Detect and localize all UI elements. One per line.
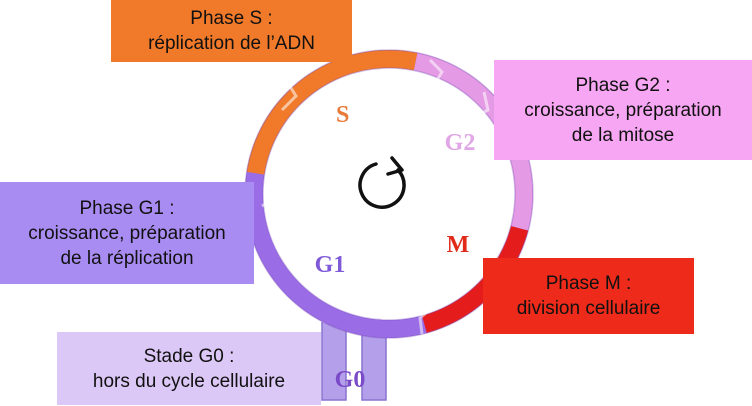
ring-arrow	[280, 79, 298, 112]
ring-letter-g0: G0	[335, 367, 366, 393]
phase-g1-title: Phase G1 :	[79, 197, 175, 219]
stage-g0-description: hors du cycle cellulaire	[92, 370, 286, 392]
phase-s-description: réplication de l’ADN	[148, 33, 315, 54]
cycle-arrow-icon	[358, 156, 406, 209]
ring-direction-arrows	[261, 58, 510, 335]
phase-s-title: Phase S :	[190, 8, 273, 29]
g0-stem	[321, 322, 387, 401]
phase-g2-label: Phase G2 : croissance, préparation de la…	[494, 60, 752, 160]
phase-g2-description-line2: de la mitose	[571, 124, 675, 146]
ring-arrow	[471, 91, 490, 120]
g0-stem-right	[361, 325, 387, 401]
phase-m-label: Phase M : division cellulaire	[483, 258, 694, 334]
phase-g1-description-line1: croissance, préparation	[28, 222, 226, 244]
ring-arrow	[483, 223, 510, 244]
ring-letter-m: M	[447, 232, 470, 258]
ring-arrow	[428, 58, 444, 89]
ring-letter-g2: G2	[445, 130, 476, 156]
phase-g2-title: Phase G2 :	[575, 74, 671, 96]
phase-m-description: division cellulaire	[516, 298, 661, 319]
ring-arrow	[418, 304, 435, 335]
phase-s-label: Phase S : réplication de l’ADN	[111, 0, 352, 62]
phase-g1-description-line2: de la réplication	[60, 247, 194, 269]
phase-g2-description-line1: croissance, préparation	[524, 99, 722, 121]
stage-g0-label: Stade G0 : hors du cycle cellulaire	[57, 332, 321, 405]
phase-g1-label: Phase G1 : croissance, préparation de la…	[0, 182, 254, 284]
ring-letter-g1: G1	[315, 252, 346, 278]
stage-g0-title: Stade G0 :	[143, 345, 235, 367]
ring-letter-s: S	[336, 102, 349, 128]
ring-arrow	[261, 177, 281, 208]
g0-stem-left	[321, 322, 347, 401]
phase-m-title: Phase M :	[545, 273, 632, 294]
ring-inner-disc	[262, 67, 516, 321]
